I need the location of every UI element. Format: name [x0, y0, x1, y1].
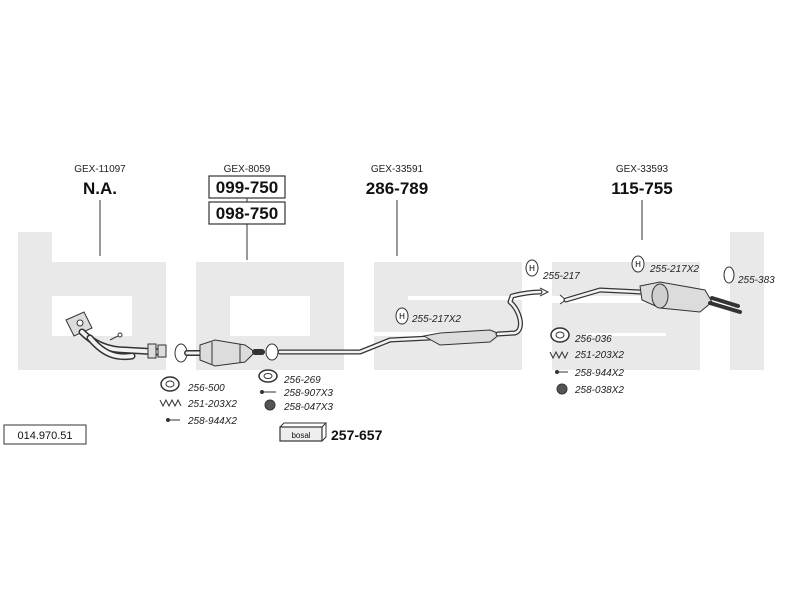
- bolt-icon: [555, 370, 568, 374]
- part-label: 251-203X2: [574, 350, 624, 361]
- bolt-icon: [166, 418, 180, 422]
- part-label: 256-500: [187, 383, 225, 394]
- gex-label: GEX-11097: [74, 164, 126, 175]
- catalytic-converter: [174, 339, 279, 367]
- assembly-catalyst: GEX-8059 099-750 098-750: [208, 164, 286, 260]
- part-label: 251-203X2: [187, 399, 237, 410]
- front-pipe: [65, 311, 167, 361]
- gasket-icon: [258, 369, 278, 383]
- assembly-front-pipe: GEX-11097 N.A.: [74, 164, 126, 256]
- part-label: 258-944X2: [574, 368, 624, 379]
- bosal-watermark: [18, 232, 764, 370]
- rubber-hanger-icon: H: [631, 255, 645, 273]
- part-code: 115-755: [611, 179, 672, 198]
- nut-icon: [264, 399, 276, 411]
- bolt-icon: [260, 390, 276, 394]
- kit-brand-label: bosal: [291, 431, 310, 440]
- assembly-middle-silencer: GEX-33591 286-789: [366, 164, 428, 256]
- kit-number: 257-657: [331, 427, 383, 443]
- svg-text:H: H: [399, 312, 405, 321]
- part-label: 255-383: [737, 275, 775, 286]
- part-label: 255-217: [542, 271, 580, 282]
- svg-text:H: H: [635, 260, 641, 269]
- part-code: N.A.: [83, 179, 117, 198]
- rear-silencer: [559, 281, 742, 314]
- gasket-icon: [550, 327, 570, 343]
- part-code: 099-750: [216, 178, 278, 197]
- gasket-icon: [160, 376, 180, 392]
- svg-text:H: H: [529, 264, 535, 273]
- nut-icon: [556, 383, 568, 395]
- spring-icon: [549, 350, 569, 360]
- part-label: 258-047X3: [283, 402, 333, 413]
- diagram-number-box: [3, 424, 87, 445]
- gex-label: GEX-8059: [224, 164, 271, 175]
- part-label: 258-944X2: [187, 416, 237, 427]
- assembly-rear-silencer: GEX-33593 115-755: [611, 164, 673, 240]
- part-label: 255-217X2: [411, 314, 461, 325]
- part-label: 256-036: [574, 334, 612, 345]
- part-label: 255-217X2: [649, 264, 699, 275]
- part-code: 286-789: [366, 179, 428, 198]
- part-code: 098-750: [216, 204, 278, 223]
- part-label: 258-038X2: [574, 385, 624, 396]
- diagram-number: 014.970.51: [17, 430, 72, 442]
- part-label: 258-907X3: [283, 388, 333, 399]
- part-label: 256-269: [283, 375, 321, 386]
- intermediate-pipe: [277, 287, 550, 355]
- spring-icon: [159, 398, 182, 408]
- gex-label: GEX-33591: [371, 164, 424, 175]
- ring-hanger-icon: [723, 266, 735, 284]
- rubber-hanger-icon: H: [525, 259, 539, 277]
- mounting-kit-icon: bosal: [279, 421, 327, 442]
- rubber-hanger-icon: H: [395, 307, 409, 325]
- gex-label: GEX-33593: [616, 164, 669, 175]
